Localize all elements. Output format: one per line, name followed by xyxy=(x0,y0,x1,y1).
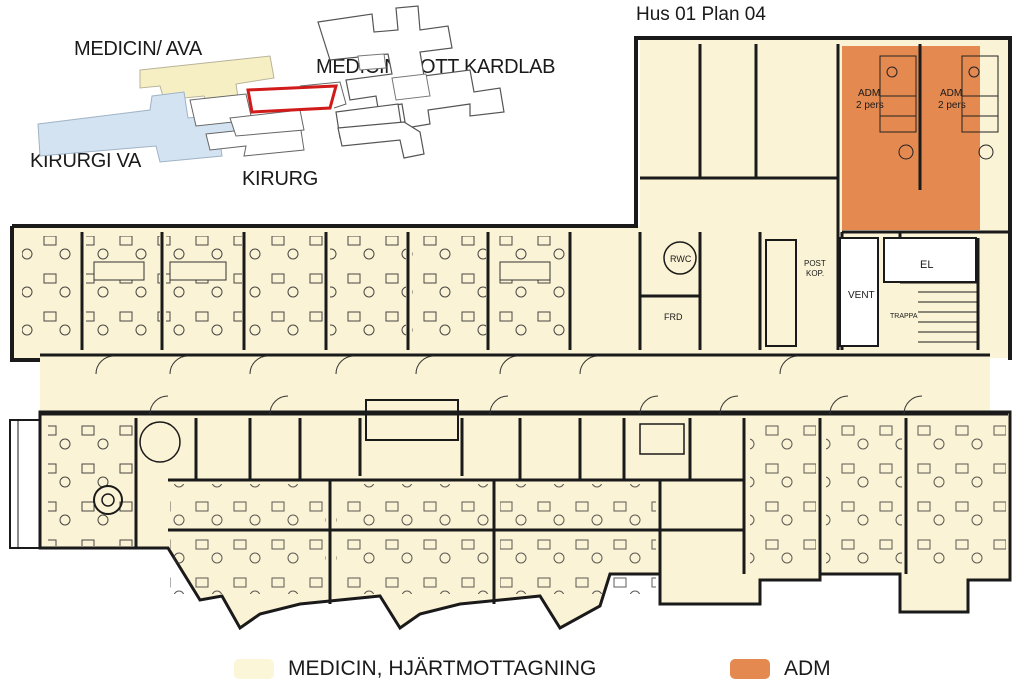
room-adm-2: ADM xyxy=(940,88,962,99)
legend-swatch-adm xyxy=(730,659,770,679)
main-floor: ADM 2 pers ADM 2 pers EL VENT TRAPPA RWC… xyxy=(9,36,1012,631)
legend-label-medicin: MEDICIN, HJÄRTMOTTAGNING xyxy=(288,657,597,680)
room-vent: VENT xyxy=(848,290,875,301)
key-map-wing-north xyxy=(317,5,505,129)
room-rwc: RWC xyxy=(670,254,692,264)
room-el: EL xyxy=(920,259,933,271)
label-kirurgi-va: KIRURGI VA xyxy=(30,150,142,172)
plan-title: Hus 01 Plan 04 xyxy=(636,4,766,25)
legend-label-adm: ADM xyxy=(784,657,831,680)
room-fro: FRD xyxy=(664,312,683,322)
room-adm-1: ADM xyxy=(858,88,880,99)
room-kop: KOP. xyxy=(806,269,824,278)
legend-item-adm: ADM xyxy=(730,656,831,682)
key-map xyxy=(37,5,505,163)
room-post: POST xyxy=(804,259,826,268)
label-kirurg: KIRURG xyxy=(242,168,318,190)
corridor xyxy=(40,355,990,415)
label-medicin-ava: MEDICIN/ AVA xyxy=(74,38,202,60)
legend-item-medicin: MEDICIN, HJÄRTMOTTAGNING xyxy=(234,656,596,682)
adm-zone xyxy=(842,46,980,230)
room-adm-2-capacity: 2 pers xyxy=(938,100,966,111)
room-adm-1-capacity: 2 pers xyxy=(856,100,884,111)
legend-swatch-medicin xyxy=(234,659,274,679)
room-trappa: TRAPPA xyxy=(890,313,918,320)
key-map-highlight-kardlab xyxy=(246,84,338,114)
key-map-wing-east xyxy=(337,121,425,159)
